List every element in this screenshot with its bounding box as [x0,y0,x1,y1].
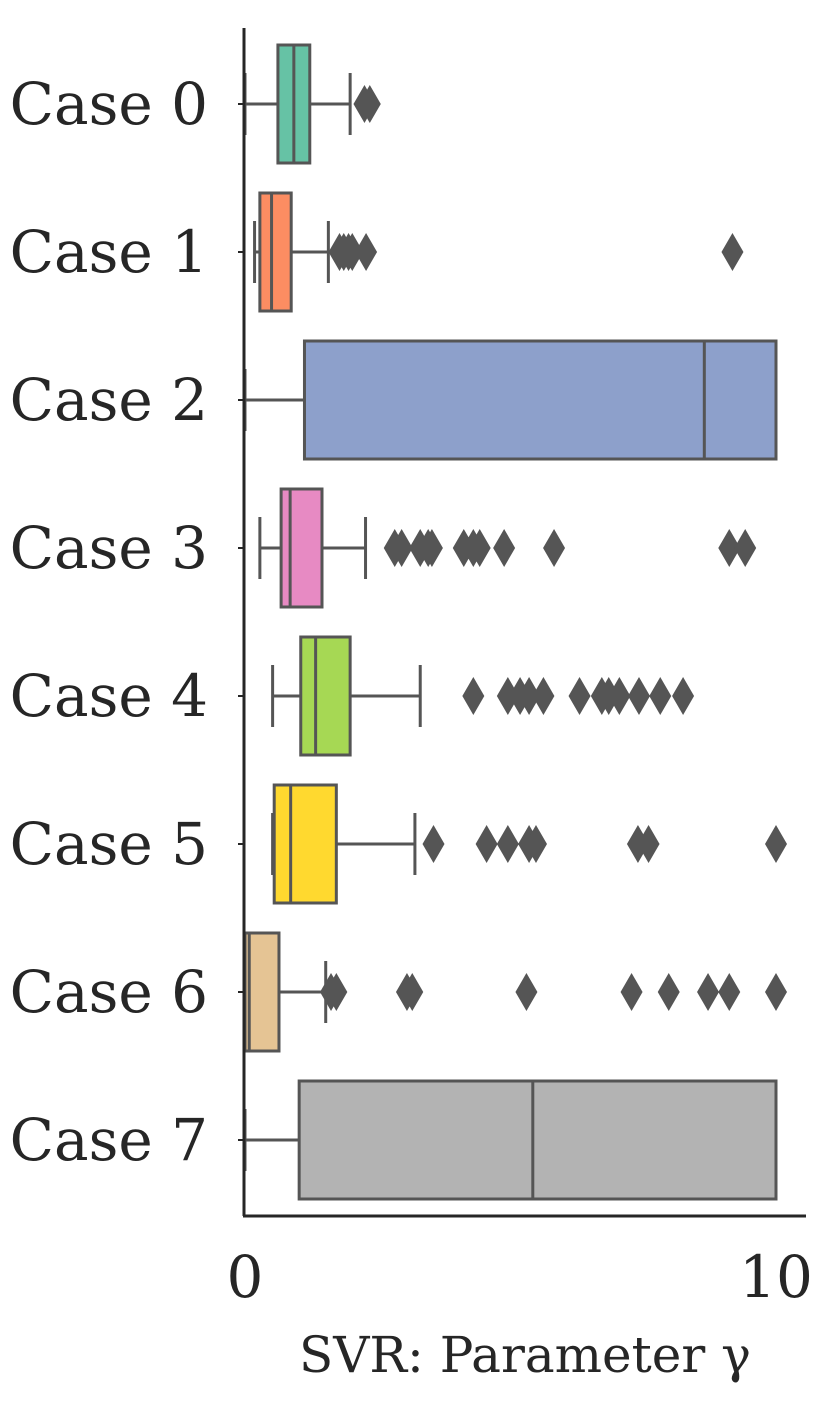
outlier-point [475,825,498,863]
outlier-point [468,529,491,567]
outlier-point [493,529,516,567]
box-group-2 [243,339,778,461]
outlier-point [462,677,485,715]
outlier-point [608,677,631,715]
box-group-0 [243,43,381,165]
x-tick-label: 0 [227,1243,264,1311]
iqr-box [297,1079,778,1201]
outlier-point [543,529,566,567]
box-group-1 [253,191,744,313]
outlier-point [637,825,660,863]
category-label: Case 6 [10,958,208,1026]
outlier-point [401,973,424,1011]
category-label: Case 0 [10,70,208,138]
outlier-point [390,529,413,567]
box-group-3 [258,487,757,609]
boxes-layer [243,43,787,1201]
outlier-point [672,677,695,715]
outlier-point [657,973,680,1011]
outlier-point [422,825,445,863]
outlier-point [341,233,364,271]
category-label: Case 2 [10,366,208,434]
outlier-point [515,973,538,1011]
category-label: Case 1 [10,218,208,286]
box-group-6 [243,931,787,1053]
iqr-box [258,191,293,313]
outlier-point [325,973,348,1011]
x-tick-labels: 0 10 [227,1243,813,1311]
box-group-7 [243,1079,778,1201]
x-tick-label: 10 [739,1243,813,1311]
outlier-point [355,233,378,271]
outlier-point [620,973,643,1011]
iqr-box [272,783,338,905]
outlier-point [568,677,591,715]
outlier-point [765,825,787,863]
outlier-point [420,529,443,567]
category-label: Case 4 [10,662,208,730]
outlier-point [628,677,651,715]
outlier-point [496,825,519,863]
outlier-point [518,677,541,715]
x-axis-label: SVR: Parameter γ [299,1326,751,1384]
outlier-point [721,233,744,271]
outlier-point [649,677,672,715]
outlier-point [358,85,381,123]
outlier-point [532,677,555,715]
iqr-box [299,635,352,757]
category-label: Case 3 [10,514,208,582]
outlier-point [496,677,519,715]
category-labels: Case 0 Case 1 Case 2 Case 3 Case 4 Case 5 Case… [10,70,244,1174]
outlier-point [697,973,720,1011]
outlier-point [765,973,787,1011]
iqr-box [302,339,778,461]
category-label: Case 7 [10,1106,208,1174]
box-group-5 [271,783,787,905]
category-label: Case 5 [10,810,208,878]
outlier-point [718,973,741,1011]
axes [242,28,806,1218]
outlier-point [734,529,757,567]
iqr-box [279,487,324,609]
outlier-point [524,825,547,863]
outlier-point [718,529,741,567]
box-group-4 [271,635,695,757]
